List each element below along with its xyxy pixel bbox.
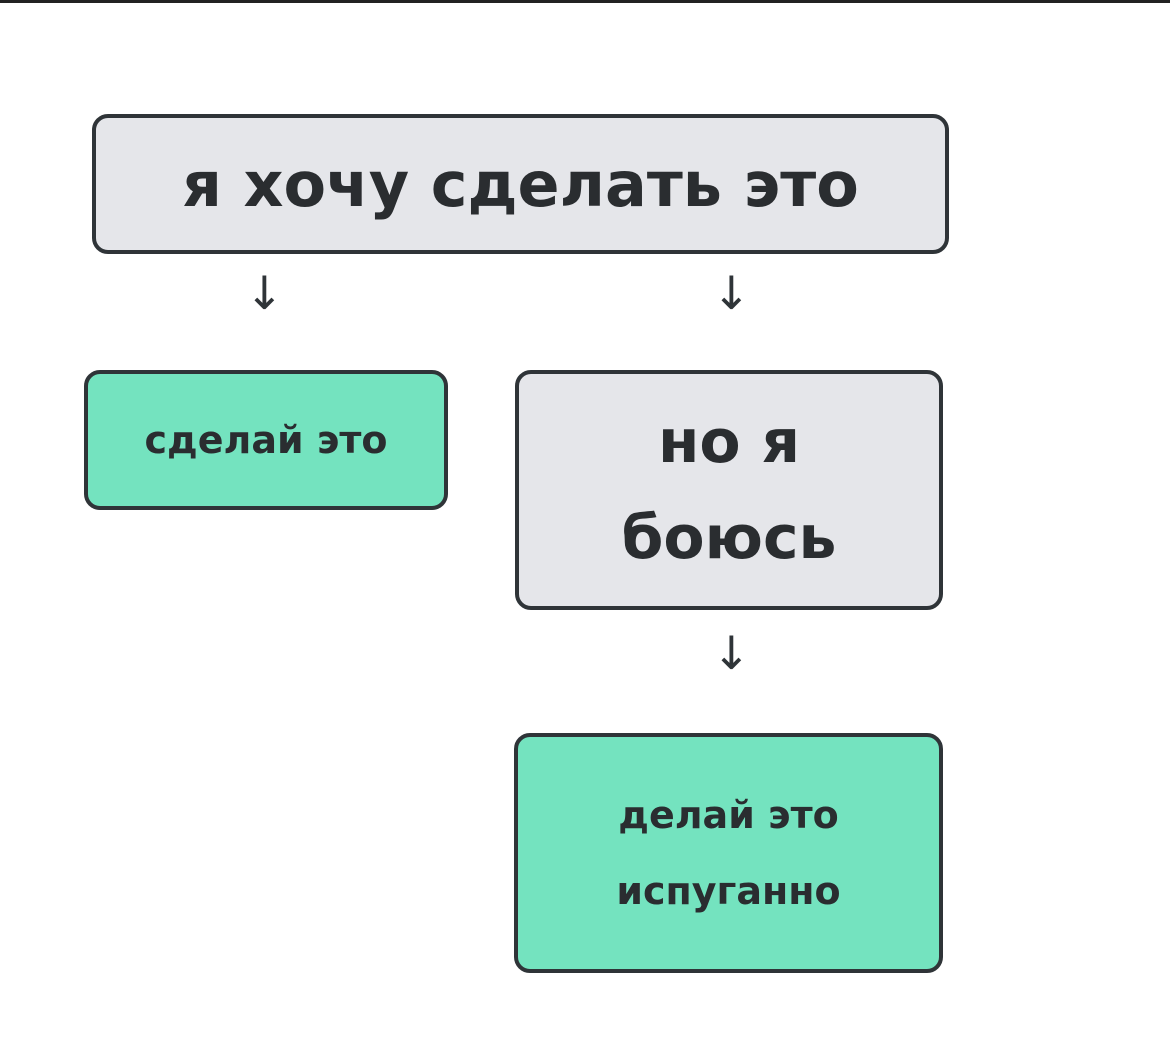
top-border bbox=[0, 0, 1170, 3]
root-node-label: я хочу сделать это bbox=[182, 147, 859, 221]
bottom-node-line2: испуганно bbox=[616, 869, 841, 913]
bottom-node-line1: делай это bbox=[618, 793, 839, 837]
arrow-down-icon: ↓ bbox=[712, 626, 751, 680]
left-node: сделай это bbox=[84, 370, 448, 510]
right-node-line1: но я bbox=[657, 407, 801, 477]
right-node: но я боюсь bbox=[515, 370, 943, 610]
arrow-down-icon: ↓ bbox=[712, 266, 751, 320]
root-node: я хочу сделать это bbox=[92, 114, 949, 254]
left-node-label: сделай это bbox=[144, 418, 388, 462]
arrow-down-icon: ↓ bbox=[245, 266, 284, 320]
bottom-node: делай это испуганно bbox=[514, 733, 943, 973]
right-node-line2: боюсь bbox=[621, 503, 837, 573]
